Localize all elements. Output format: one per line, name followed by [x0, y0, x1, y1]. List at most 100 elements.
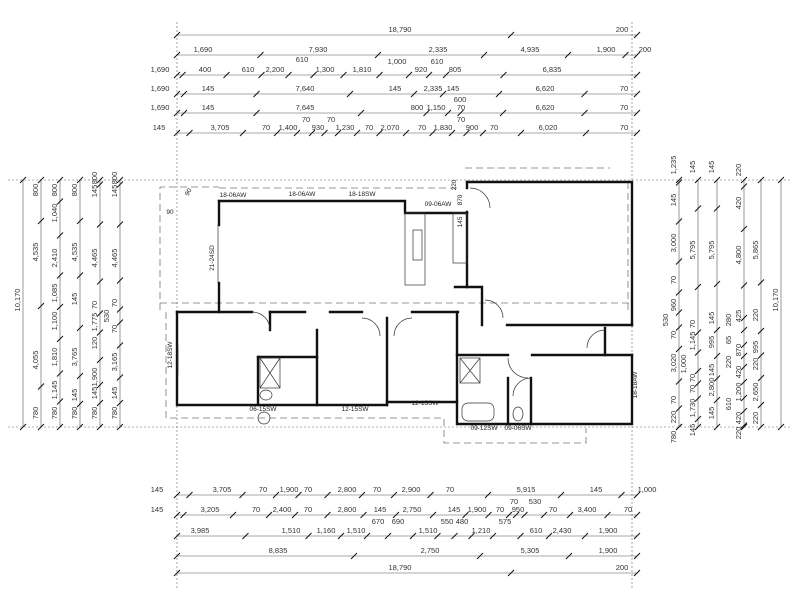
- dimension-label: 2,800: [338, 505, 357, 514]
- dimension-label: 920: [415, 65, 428, 74]
- dimension-label: 220: [751, 412, 760, 425]
- dimension-tick: [116, 277, 124, 284]
- dimension-tick: [360, 511, 367, 519]
- dimension-label: 1,235: [669, 156, 678, 175]
- dimension-label: 5,915: [517, 485, 536, 494]
- dimension-tick: [675, 179, 683, 186]
- dimension-label: 200: [639, 45, 652, 54]
- dimension-tick: [740, 341, 748, 349]
- dimension-tick: [557, 491, 565, 499]
- dimension-label: 420: [734, 412, 743, 425]
- dimension-label: 10,170: [771, 289, 780, 312]
- dimension-label: 3,020: [669, 354, 678, 373]
- opening-tag: 18-06AW: [289, 191, 317, 198]
- dimension-tick: [694, 349, 702, 356]
- dimension-label: 1,000: [679, 355, 688, 374]
- dimension-tick: [37, 423, 45, 431]
- dimension-label: 10,170: [13, 289, 22, 312]
- dimension-tick: [633, 51, 641, 59]
- dimension-tick: [740, 225, 748, 233]
- dimension-label: 1,775: [90, 313, 99, 332]
- dimension-label: 145: [688, 424, 697, 437]
- dimension-label: 70: [624, 505, 632, 514]
- dimension-label: 3,400: [578, 505, 597, 514]
- dimension-label: 800: [411, 103, 424, 112]
- dimension-tick: [96, 310, 104, 317]
- dimension-tick: [56, 272, 64, 279]
- dimension-label: 7,645: [296, 103, 315, 112]
- dimension-tick: [390, 491, 398, 499]
- dimension-tick: [173, 109, 181, 117]
- dimension-label: 145: [153, 123, 166, 132]
- dimension-label: 800: [90, 172, 99, 185]
- dimension-label: 70: [302, 115, 310, 124]
- dimension-tick: [116, 374, 124, 381]
- dimension-tick: [116, 342, 124, 349]
- dimension-label: 120: [90, 337, 99, 350]
- dimension-label: 8,835: [269, 546, 288, 555]
- dimension-label: 780: [110, 407, 119, 420]
- dimension-tick: [633, 532, 641, 540]
- dimension-tick: [713, 205, 721, 212]
- dimension-label: 2,900: [402, 485, 421, 494]
- dimension-label: 70: [90, 301, 99, 309]
- dimension-tick: [273, 129, 281, 137]
- dimension-label: 220: [734, 164, 743, 177]
- dimension-tick: [173, 569, 181, 577]
- dimension-label: 145: [70, 389, 79, 402]
- dimension-label: 220: [724, 356, 733, 369]
- dimension-label: 70: [262, 123, 270, 132]
- dimension-label: 900: [466, 123, 479, 132]
- dimension-tick: [740, 183, 748, 190]
- dimension-tick: [740, 423, 748, 431]
- dimension-label: 70: [620, 103, 628, 112]
- dimension-tick: [633, 552, 641, 560]
- dimension-tick: [425, 71, 433, 79]
- dimension-tick: [633, 569, 641, 577]
- dimension-tick: [56, 423, 64, 431]
- dimension-label: 610: [296, 55, 309, 64]
- dimension-label: 780: [669, 431, 678, 444]
- dimension-tick: [740, 314, 748, 322]
- dimension-tick: [96, 329, 104, 336]
- dimension-label: 1,085: [50, 284, 59, 303]
- opening-tag: 12-15SW: [411, 400, 439, 407]
- dimension-label: 6,620: [536, 103, 555, 112]
- dimension-label: 70: [620, 123, 628, 132]
- dimension-label: 5,795: [707, 241, 716, 260]
- dimension-tick: [76, 217, 84, 225]
- dimension-tick: [675, 309, 683, 316]
- dimension-tick: [229, 511, 237, 519]
- dimension-tick: [566, 511, 574, 519]
- dimension-tick: [358, 491, 366, 499]
- dimension-label: 145: [374, 505, 387, 514]
- dimension-label: 145: [669, 194, 678, 207]
- dimension-label: 1,400: [279, 123, 298, 132]
- dimension-tick: [76, 423, 84, 431]
- dimension-label: 1,230: [336, 123, 355, 132]
- dimension-tick: [507, 31, 515, 39]
- dimension-label: 2,335: [424, 84, 443, 93]
- dimension-label: 145: [389, 84, 402, 93]
- dimension-label: 1,210: [472, 526, 491, 535]
- dimension-label: 145: [110, 185, 119, 198]
- dimension-tick: [253, 109, 260, 117]
- dimension-tick: [37, 302, 45, 310]
- dimension-tick: [257, 51, 264, 59]
- dimension-label: 70: [252, 505, 260, 514]
- dimension-label: 70: [549, 505, 557, 514]
- dimension-label: 2,800: [707, 378, 716, 397]
- dimension-tick: [223, 71, 230, 79]
- dimension-tick: [242, 532, 249, 540]
- dimension-label: 610: [242, 65, 255, 74]
- dimension-tick: [310, 71, 317, 79]
- dimension-tick: [540, 511, 548, 519]
- dimension-tick: [448, 129, 456, 137]
- dimension-label: 3,165: [110, 353, 119, 372]
- dimension-label: 1,810: [50, 348, 59, 367]
- dimension-tick: [116, 176, 124, 184]
- dimension-tick: [173, 491, 181, 499]
- dimension-label: 7,640: [296, 84, 315, 93]
- dimension-label: 70: [688, 374, 697, 382]
- dimension-tick: [116, 221, 124, 228]
